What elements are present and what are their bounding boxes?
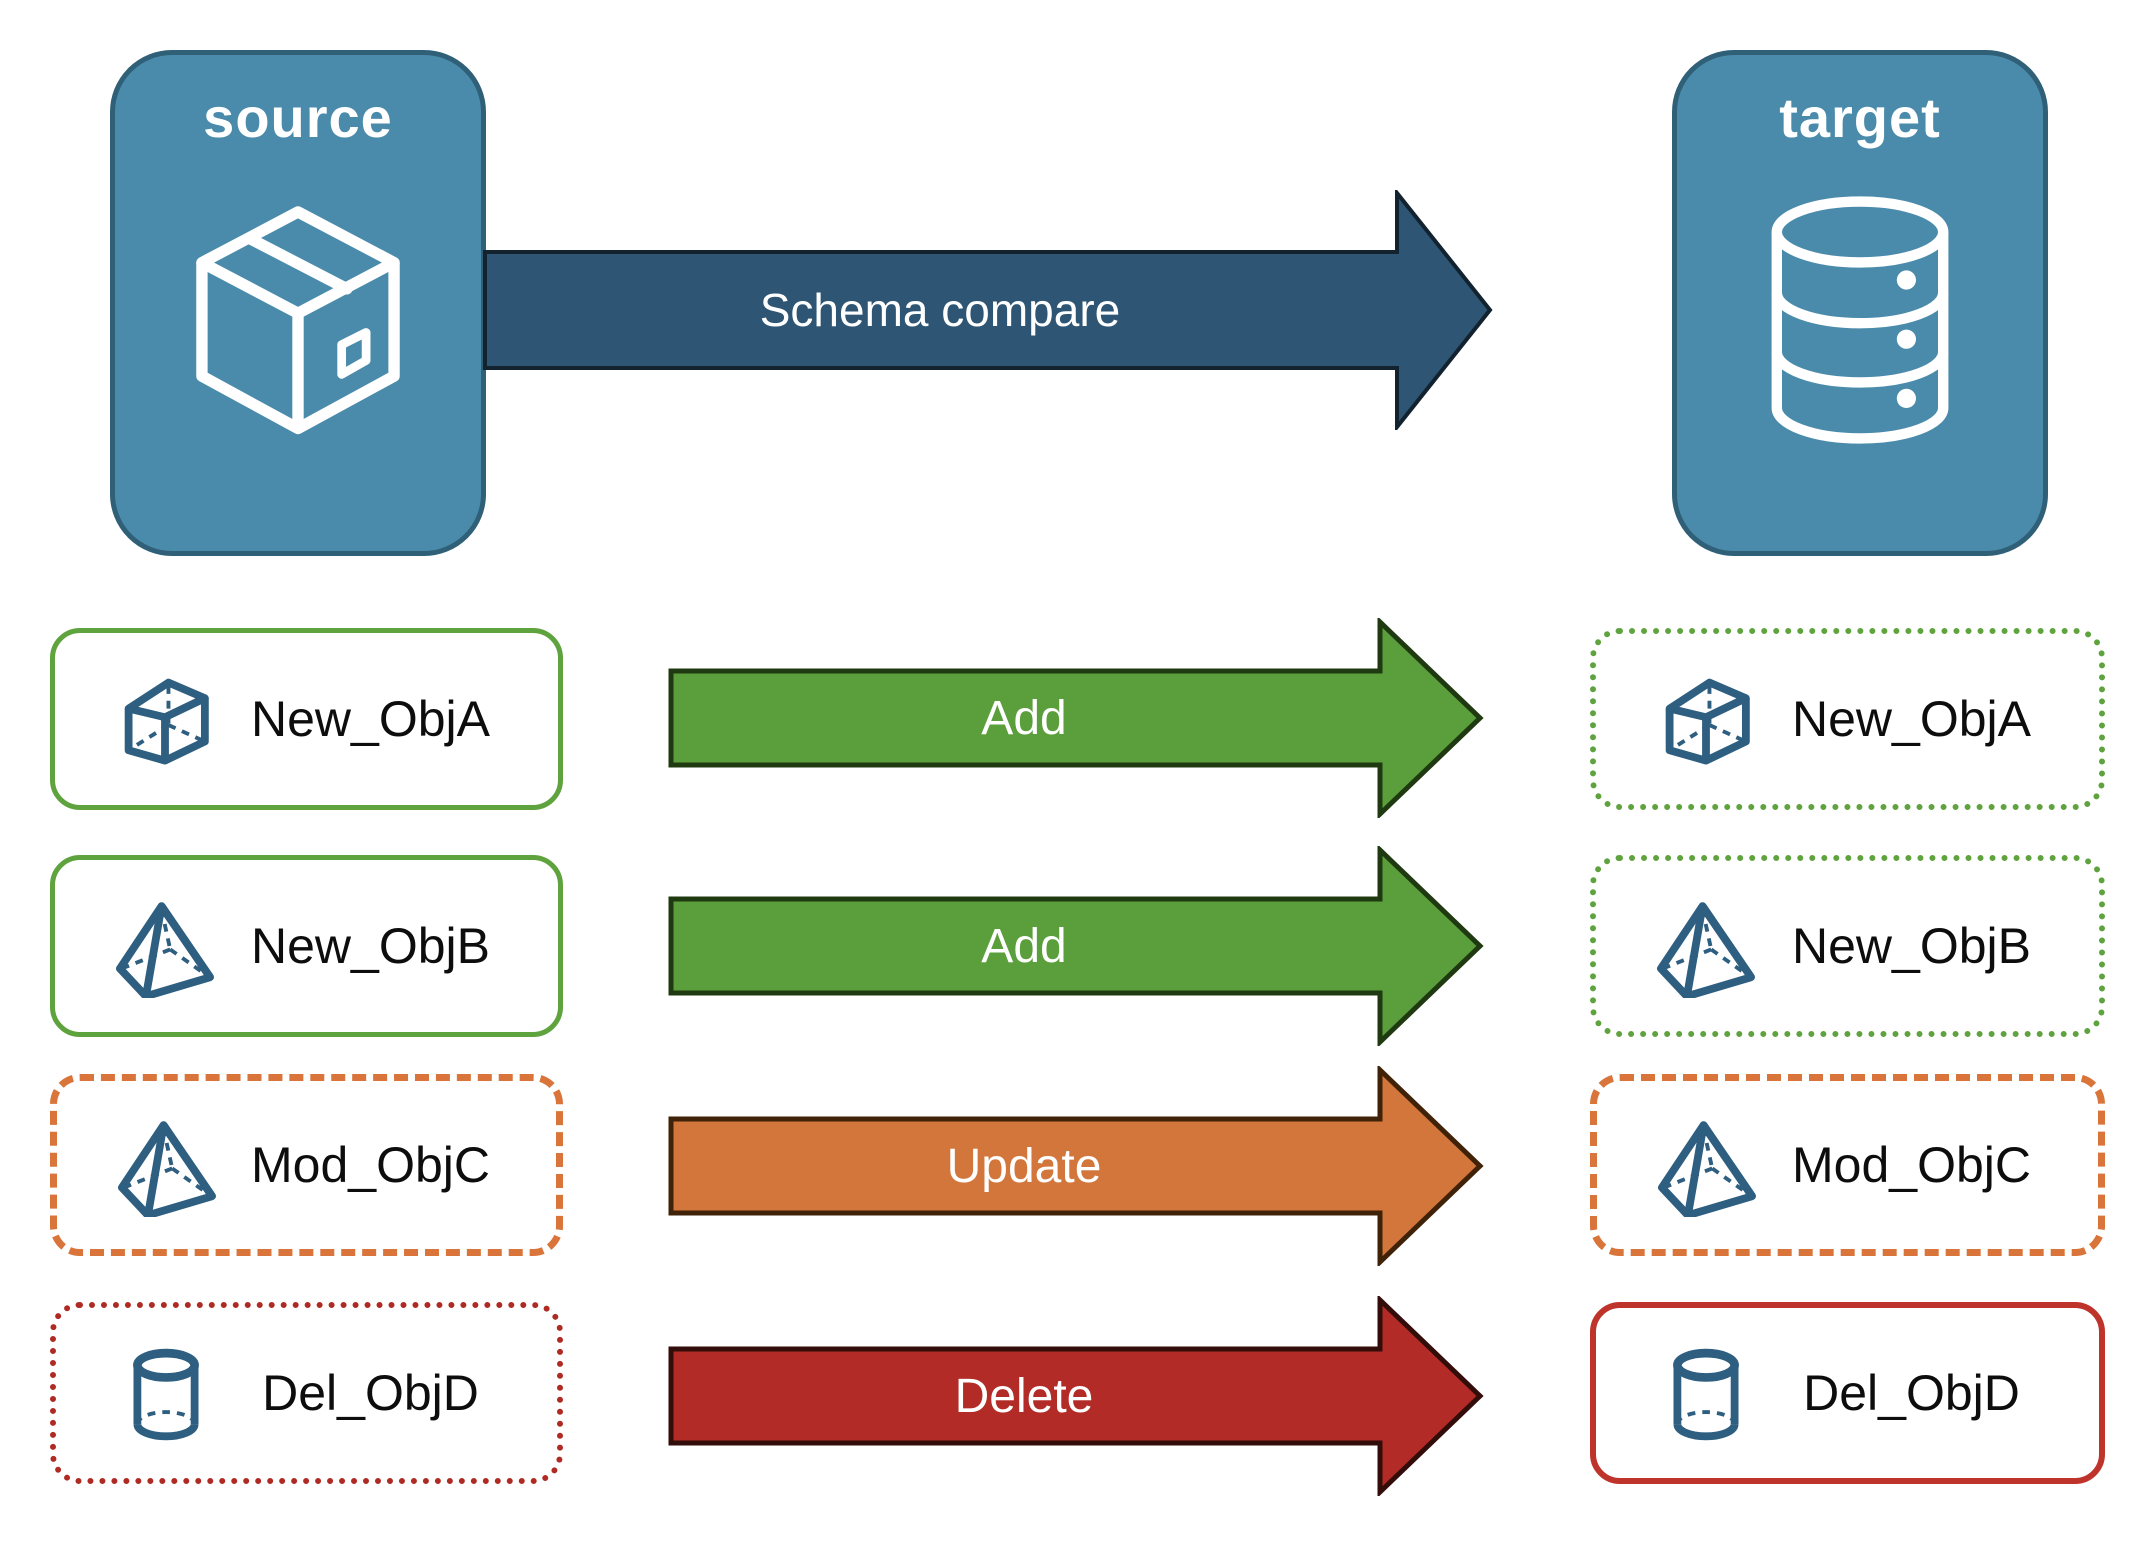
source-object-new-obja: New_ObjA (50, 628, 563, 810)
object-label: New_ObjB (251, 918, 490, 974)
pyramid-icon (116, 902, 214, 998)
update-arrow: Update (668, 1066, 1484, 1266)
cube-icon (1665, 678, 1750, 765)
source-object-new-objb: New_ObjB (50, 855, 563, 1037)
cylinder-icon (1673, 1348, 1739, 1441)
target-title: target (1779, 86, 1941, 149)
source-object-del-objd: Del_ObjD (50, 1302, 563, 1484)
object-label: New_ObjA (251, 691, 490, 747)
source-panel: source (110, 50, 486, 556)
delete-arrow: Delete (668, 1296, 1484, 1496)
object-label: Mod_ObjC (251, 1137, 490, 1193)
source-title: source (203, 86, 393, 149)
pyramid-icon (1657, 902, 1755, 998)
source-object-mod-objc: Mod_ObjC (50, 1074, 563, 1256)
object-label: New_ObjB (1792, 918, 2031, 974)
target-object-del-objd: Del_ObjD (1590, 1302, 2105, 1484)
cube-icon (124, 678, 209, 765)
delete-arrow-label: Delete (954, 1369, 1094, 1423)
object-label: Del_ObjD (262, 1365, 479, 1421)
target-object-new-obja: New_ObjA (1590, 628, 2105, 810)
target-object-mod-objc: Mod_ObjC (1590, 1074, 2105, 1256)
package-icon (115, 184, 481, 446)
pyramid-icon (118, 1121, 216, 1217)
schema-compare-arrow: Schema compare (483, 190, 1493, 430)
database-icon (1677, 184, 2043, 456)
pyramid-icon (1658, 1121, 1756, 1217)
target-object-new-objb: New_ObjB (1590, 855, 2105, 1037)
add-arrow-1: Add (668, 618, 1484, 818)
add-arrow-label: Add (981, 919, 1067, 973)
cylinder-icon (133, 1348, 199, 1441)
object-label: New_ObjA (1792, 691, 2031, 747)
target-panel: target (1672, 50, 2048, 556)
schema-compare-label: Schema compare (759, 284, 1121, 336)
object-label: Mod_ObjC (1792, 1137, 2031, 1193)
add-arrow-2: Add (668, 846, 1484, 1046)
object-label: Del_ObjD (1803, 1365, 2020, 1421)
update-arrow-label: Update (946, 1139, 1102, 1193)
add-arrow-label: Add (981, 691, 1067, 745)
